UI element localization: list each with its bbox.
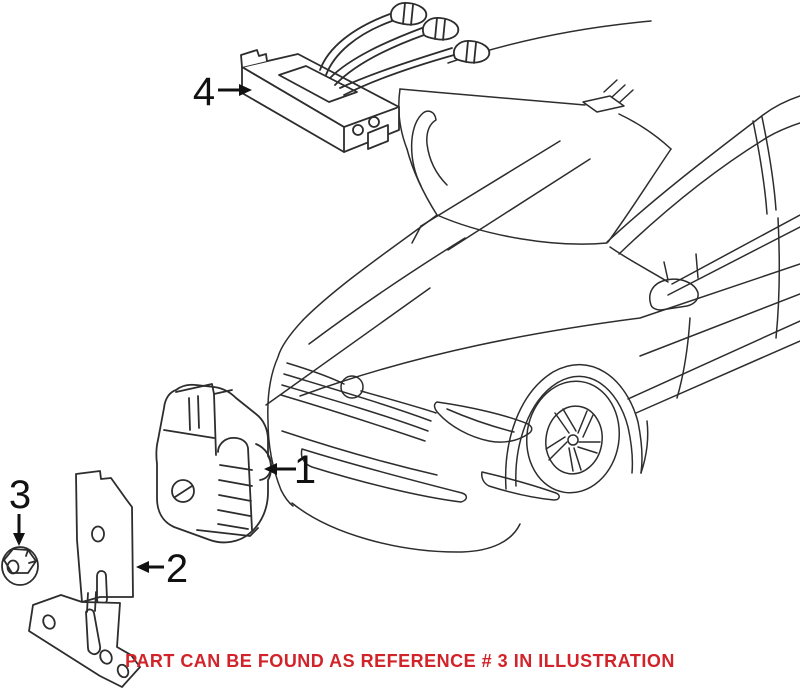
bracket-hole [91,525,105,543]
module-screw-hole [368,116,380,128]
nut-facets [25,549,37,564]
alarm-horn-drawing [155,383,272,544]
roof-antenna [582,79,634,113]
nut-drawing [1,546,39,586]
bracket-foot-details [42,591,130,679]
bracket-drawing [28,470,141,688]
reference-notice: PART CAN BE FOUND AS REFERENCE # 3 IN IL… [125,651,675,671]
windshield [398,88,672,245]
part1-leader-line [265,287,431,406]
callout-1: 1 [264,448,316,492]
callout-4-label: 4 [193,70,215,114]
control-module-drawing [240,2,491,153]
front-wheel [504,363,649,494]
wipers [411,140,591,251]
horn-mounting-stud [171,479,195,503]
car-line-drawing [265,20,800,553]
callout-4: 4 [193,70,252,114]
front-grille [280,362,437,442]
nut-hole [6,559,20,575]
horn-details [163,383,272,537]
wire-connectors [390,2,491,64]
module-wiring [319,13,455,96]
right-mirror [649,253,699,311]
bracket-foot [28,594,141,688]
callout-1-label: 1 [294,448,316,492]
hood-lines [267,214,800,507]
callout-3-label: 3 [9,473,31,517]
wheel-spokes [545,408,601,472]
module-screw-hole [352,124,364,136]
callout-3: 3 [9,473,31,546]
stud-slot [174,485,193,498]
side-body-lines [609,116,800,414]
module-body [240,49,400,153]
headlight [433,401,533,443]
callout-2: 2 [136,547,188,591]
left-mirror [410,110,448,187]
callouts: 4 1 2 3 [9,70,316,591]
vw-badge [340,375,364,399]
callout-2-label: 2 [166,547,188,591]
front-bumper [281,430,560,553]
